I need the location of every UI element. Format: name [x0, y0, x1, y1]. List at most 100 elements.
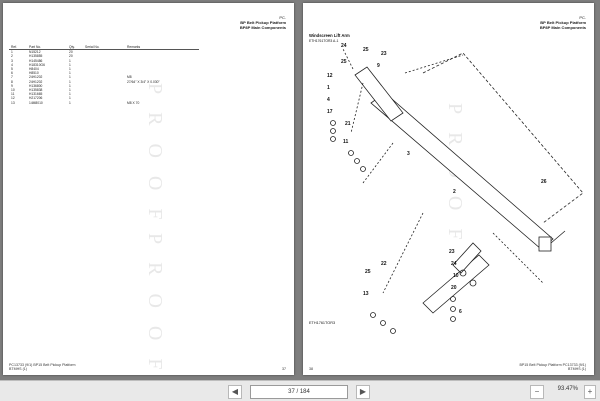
chevron-left-icon: ◀ [231, 387, 239, 396]
part-callout-number: 23 [381, 51, 387, 57]
column-header: Part No. [27, 45, 67, 51]
part-callout-number: 3 [407, 151, 410, 157]
part-callout-number: 11 [343, 139, 349, 145]
table-cell: 1 [69, 83, 71, 88]
previous-page-button[interactable]: ◀ [228, 385, 242, 399]
table-cell: M8 [127, 75, 132, 80]
column-header: Qty. [67, 45, 83, 51]
table-cell: H136800 [29, 83, 43, 88]
table-cell: 1 [69, 58, 71, 63]
zoom-out-button[interactable]: − [530, 385, 544, 399]
table-cell: H131665 [29, 92, 43, 97]
parts-table-header: Ref. Part No. Qty. Serial No. Remarks [9, 45, 199, 51]
page-number: 38 [309, 367, 313, 371]
table-cell: H8510 [29, 71, 39, 76]
footer-subtext: BTMHS (1) [568, 367, 586, 371]
column-header: Ref. [9, 45, 27, 51]
table-cell: 1 [69, 75, 71, 80]
watermark: PROOF [444, 103, 466, 258]
table-cell: 1 [69, 67, 71, 72]
part-callout-number: 22 [381, 261, 387, 267]
left-page-header: PC. BP Belt Pickup Platform BP8P Main Co… [240, 15, 286, 30]
table-cell: 20 [69, 50, 73, 55]
zoom-in-button[interactable]: + [584, 385, 596, 399]
part-callout-number: 9 [377, 63, 380, 69]
next-page-button[interactable]: ▶ [356, 385, 370, 399]
table-cell: H135838 [29, 88, 43, 93]
table-cell: 14M8010 [29, 100, 43, 105]
table-cell: 1 [69, 79, 71, 84]
viewer-toolbar: ◀ 37 / 184 ▶ − 93.47% + [0, 380, 600, 401]
right-page-header: PC. BP Belt Pickup Platform BP8P Main Co… [540, 15, 586, 30]
part-callout-number: 17 [327, 109, 333, 115]
table-cell: 5 [11, 67, 13, 72]
table-cell: 1 [69, 96, 71, 101]
table-cell: M8 X 70 [127, 100, 140, 105]
part-callout-number: 26 [541, 179, 547, 185]
part-callout-number: 25 [341, 59, 347, 65]
table-cell: H217206 [29, 96, 43, 101]
plus-icon: + [587, 387, 593, 396]
column-header: Remarks [125, 45, 199, 51]
footer-subtext: BTMHS (1) [9, 367, 27, 371]
section-title: Windscreen Lift Arm [309, 33, 350, 38]
page-indicator-input[interactable]: 37 / 184 [250, 385, 348, 399]
left-page-footer: PC13733 (9/1) BP15 Belt Pickup Platform … [9, 363, 76, 371]
minus-icon: − [534, 387, 540, 396]
table-cell: 3 [11, 58, 13, 63]
table-cell: 27/64" X 3/4" X 0.030" [127, 79, 160, 84]
table-cell: 7 [11, 75, 13, 80]
part-callout-number: 6 [459, 309, 462, 315]
part-callout-number: 21 [345, 121, 351, 127]
table-cell: H135855 [29, 54, 43, 59]
table-cell: 4 [11, 62, 13, 67]
table-cell: 1 [69, 100, 71, 105]
watermark: PROOF [144, 83, 166, 238]
watermark: PROOF [144, 233, 166, 388]
zoom-level[interactable]: 93.47% [557, 386, 578, 392]
table-cell: 24H1202 [29, 79, 43, 84]
chevron-right-icon: ▶ [359, 387, 367, 396]
part-callout-number: 4 [327, 97, 330, 103]
table-cell: 10 [11, 88, 15, 93]
table-cell: H8404 [29, 67, 39, 72]
right-document-page: PC. BP Belt Pickup Platform BP8P Main Co… [303, 3, 594, 375]
part-callout-number: 2 [453, 189, 456, 195]
header-title: BP Belt Pickup Platform [240, 20, 286, 25]
header-subtitle: BP8P Main Components [239, 25, 286, 30]
header-reference: PC. [579, 15, 586, 20]
table-cell: 11 [11, 92, 15, 97]
part-callout-number: 24 [341, 43, 347, 49]
table-cell: 1 [11, 50, 13, 55]
left-document-page: PC. BP Belt Pickup Platform BP8P Main Co… [3, 3, 294, 387]
table-row: 8 24H1202 1 27/64" X 3/4" X 0.030" [9, 80, 199, 84]
part-callout-number: 1 [327, 85, 330, 91]
table-cell: 20 [69, 54, 73, 59]
table-cell: 8 [11, 79, 13, 84]
table-cell: 1 [69, 71, 71, 76]
header-title: BP Belt Pickup Platform [540, 20, 586, 25]
table-cell: 1 [69, 92, 71, 97]
part-callout-number: 13 [363, 291, 369, 297]
part-callout-number: 12 [327, 73, 333, 79]
footer-text: PC13733 (9/1) BP15 Belt Pickup Platform [9, 363, 76, 367]
end-cap [538, 236, 552, 252]
right-page-footer: BP15 Belt Pickup Platform PC13733 (9/1) … [519, 363, 586, 371]
part-callout-number: 25 [365, 269, 371, 275]
section-code: ETH1761TOR3 A-1 [309, 39, 339, 43]
upper-arm [354, 66, 404, 122]
part-callout-number: 20 [451, 285, 457, 291]
part-callout-number: 24 [451, 261, 457, 267]
table-row: 5 H8404 1 [9, 67, 199, 71]
diagram-caption: ETH1761TOR3 [309, 321, 336, 325]
